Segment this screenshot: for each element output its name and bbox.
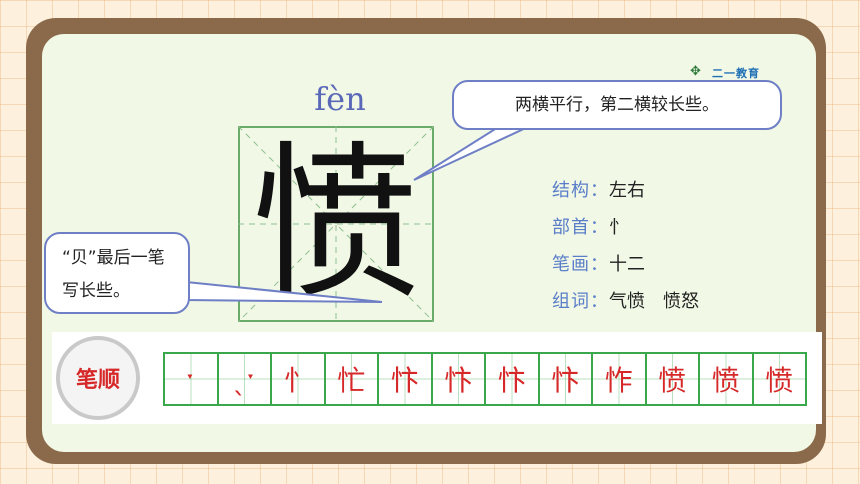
info-value: 气愤 愤怒 (609, 291, 699, 312)
stroke-glyph: 忭 (497, 364, 526, 397)
character-pinyin: fèn (314, 80, 366, 118)
stroke-glyph: 忄 (283, 364, 312, 397)
stroke-glyph: 忭 (390, 364, 419, 397)
info-row-structure: 结构：左右 (552, 172, 699, 209)
stroke-step-11: 愤 (700, 354, 754, 404)
stroke-order-strip: ˑ ˎˑ 忄 忙 忭 忭 忭 忭 怍 愤 愤 愤 (163, 352, 807, 406)
brand-logo-text: 二一教育 (712, 67, 760, 80)
stroke-step-7: 忭 (486, 354, 540, 404)
stroke-step-10: 愤 (646, 354, 700, 404)
stroke-step-1: ˑ (165, 354, 219, 404)
stroke-step-12: 愤 (753, 354, 805, 404)
info-label: 部首： (552, 217, 609, 238)
stroke-glyph: ˎˑ (232, 362, 256, 396)
stroke-glyph: 愤 (765, 364, 794, 397)
brand-logo-icon: ✥ (690, 64, 701, 79)
stroke-step-3: 忄 (272, 354, 326, 404)
stroke-step-6: 忭 (432, 354, 486, 404)
stroke-order-bar (52, 332, 822, 424)
stroke-glyph: 忭 (444, 364, 473, 397)
stroke-order-badge (56, 336, 140, 420)
info-row-radical: 部首：忄 (552, 209, 699, 246)
character-grid (238, 126, 434, 322)
callout-last-stroke: “贝”最后一笔写长些。 (44, 232, 190, 314)
info-label: 组词： (552, 291, 609, 312)
stroke-glyph: ˑ (186, 362, 196, 396)
stroke-step-4: 忙 (325, 354, 379, 404)
info-value: 十二 (609, 254, 645, 275)
info-value: 忄 (609, 217, 627, 238)
stroke-glyph: 忙 (337, 364, 366, 397)
info-row-words: 组词：气愤 愤怒 (552, 283, 699, 320)
stroke-step-2: ˎˑ (218, 354, 272, 404)
stroke-glyph: 愤 (658, 364, 687, 397)
stroke-glyph: 愤 (711, 364, 740, 397)
stroke-step-8: 忭 (539, 354, 593, 404)
info-row-stroke-count: 笔画：十二 (552, 246, 699, 283)
info-value: 左右 (609, 180, 645, 201)
stroke-step-9: 怍 (593, 354, 647, 404)
stroke-glyph: 忭 (551, 364, 580, 397)
callout-horizontal-strokes: 两横平行，第二横较长些。 (452, 80, 782, 130)
info-label: 结构： (552, 180, 609, 201)
stroke-step-5: 忭 (379, 354, 433, 404)
character-info: 结构：左右 部首：忄 笔画：十二 组词：气愤 愤怒 (552, 172, 699, 320)
brand-logo: ✥ 二一教育 (690, 64, 782, 82)
stroke-order-badge-label: 笔顺 (75, 368, 120, 393)
info-label: 笔画： (552, 254, 609, 275)
character-glyph: 愤 (252, 126, 420, 322)
stroke-glyph: 怍 (604, 364, 633, 397)
